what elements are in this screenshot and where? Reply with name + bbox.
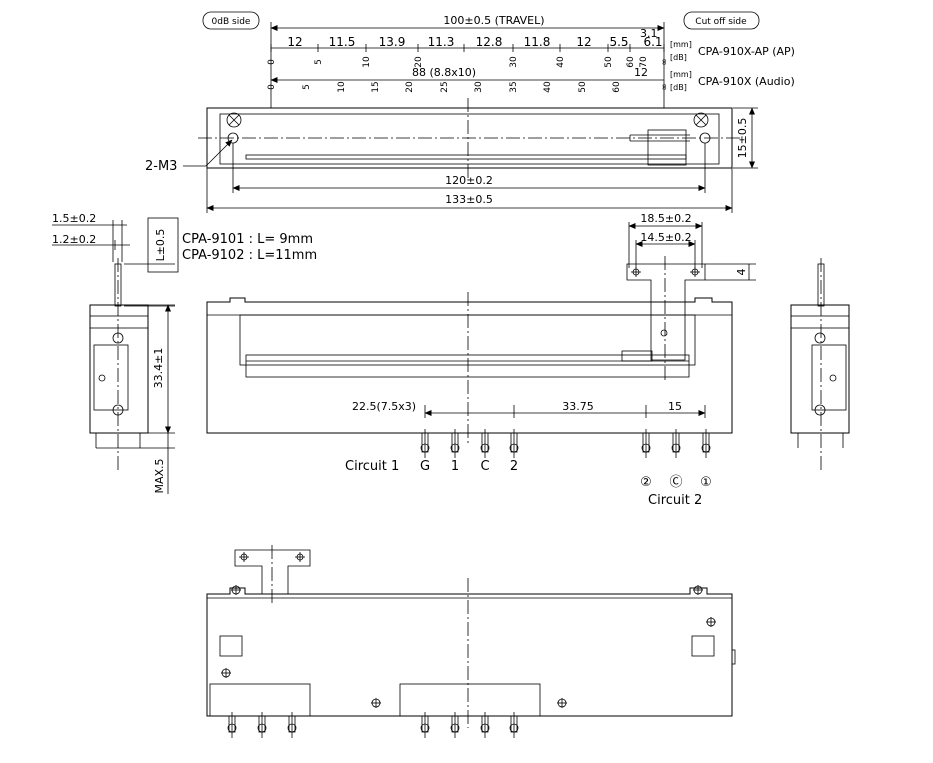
audio-scale-value: 25 [440,81,450,92]
audio-scale-value: 20 [405,81,415,93]
m3-leader [205,139,233,167]
audio-scale-value: 15 [371,81,381,92]
odb-side-box [202,11,260,30]
pin2-c-label: Ⓒ [669,475,682,490]
front-view: 18.5±0.2 14.5±0.2 4 22.5(7.5x3) [206,212,756,508]
unit-mm-ap: [mm] [670,40,692,49]
unit-db-audio: [dB] [670,83,687,92]
front-view-slot [239,314,696,366]
screw-mark-left [226,112,242,128]
audio-scale-value: 10 [337,81,347,93]
bottom-view [206,545,736,738]
audio-scale-value: 60 [612,81,622,93]
left-side-view: 1.5±0.2 1.2±0.2 L±0.5 CPA-9101 : L= 9mm … [52,212,317,494]
ap-segment-labels: 12 11.5 13.9 11.3 12.8 11.8 12 5.5 6.1 [270,35,665,52]
ap-scale-value: 50 [604,56,614,68]
audio-scale-value: 30 [474,81,484,93]
ap-segment-value: 6.1 [643,35,662,49]
pin2-1-label: ① [700,475,712,490]
front-view-body [206,297,733,434]
dimension-120-label: 120±0.2 [445,174,493,187]
height-33-4-label: 33.4±1 [152,348,165,389]
bottom-view-body [206,587,733,717]
pin-15-label: 15 [668,400,682,413]
model-ap-label: CPA-910X-AP (AP) [698,45,795,58]
segment-3-1-label: 3.1 [640,27,658,40]
ap-segment-value: 12 [576,35,591,49]
l-dimension-box [147,217,179,273]
ap-scale-value: 5 [314,59,324,65]
m3-label: 2-M3 [145,159,177,174]
knob-block [647,129,687,166]
height-15-label: 15±0.5 [736,118,749,159]
audio-scale-labels: 0 5 10 15 20 25 30 35 40 50 60 ∞ [267,81,670,93]
cutoff-side-label: Cut off side [695,17,747,27]
unit-mm-audio: [mm] [670,70,692,79]
audio-scale-value: 35 [509,81,519,92]
screw-mark-right [693,112,709,128]
pin-33-75-label: 33.75 [562,400,594,413]
bottom-view-pins [227,712,519,738]
ap-scale-value: 10 [362,56,372,68]
ap-segment-value: 11.8 [524,35,551,49]
shaft-1-2-label: 1.2±0.2 [52,233,96,246]
ap-segment-value: 13.9 [379,35,406,49]
circuit-1-label: Circuit 1 [345,459,399,474]
audio-scale-value: 40 [543,81,553,93]
pin-2-label: 2 [510,459,518,474]
right-side-view [790,258,850,470]
audio-scale-value: 50 [578,81,588,93]
ap-segment-value: 11.5 [329,35,356,49]
ap-scale-value: 0 [267,59,277,65]
bracket-18-5-label: 18.5±0.2 [640,212,691,225]
left-side-body [89,304,149,434]
top-view-slot [245,154,687,160]
ap-scale-value: ∞ [660,58,670,66]
odb-side-label: 0dB side [212,17,251,27]
ap-scale-value: 20 [414,56,424,68]
spacing-88-label: 88 (8.8x10) [412,66,476,79]
dimension-133-label: 133±0.5 [445,193,493,206]
model-audio-label: CPA-910X (Audio) [698,75,795,88]
ap-segment-value: 12 [287,35,302,49]
circuit-2-label: Circuit 2 [648,493,702,508]
audio-scale-value: 5 [302,84,312,90]
ap-segment-value: 11.3 [428,35,455,49]
bottom-view-marks [221,585,716,708]
pin-22-5-label: 22.5(7.5x3) [352,400,416,413]
max5-label: MAX.5 [153,458,166,493]
cpa9101-label: CPA-9101 : L= 9mm [182,232,313,247]
ap-scale-value: 70 [639,56,649,68]
unit-db-ap: [dB] [670,53,687,62]
pin-g-label: G [420,459,430,474]
bracket-4-label: 4 [735,269,748,276]
top-view: 2-M3 15±0.5 120±0.2 133±0.5 [145,98,758,213]
pin-c-label: C [480,459,489,474]
ap-scale-value: 40 [556,56,566,68]
ap-segment-value: 12.8 [476,35,503,49]
travel-label: 100±0.5 (TRAVEL) [443,14,544,27]
pin2-2-label: ② [640,475,652,490]
l-dimension-label: L±0.5 [154,229,167,262]
audio-scale-value: ∞ [660,83,670,91]
bracket-14-5-label: 14.5±0.2 [640,231,691,244]
cpa9102-label: CPA-9102 : L=11mm [182,248,317,263]
knob-bracket [626,263,706,361]
shaft-1-5-label: 1.5±0.2 [52,212,96,225]
top-view-frame [219,113,720,165]
audio-scale-value: 0 [267,84,277,90]
right-side-body [790,304,850,434]
segment-12-label: 12 [634,66,648,79]
ap-scale-value: 30 [509,56,519,68]
cutoff-side-box [683,11,760,30]
ap-scale-value: 60 [626,56,636,68]
pin-1-label: 1 [451,459,459,474]
ap-segment-value: 5.5 [609,35,628,49]
travel-scale-header: 0dB side Cut off side 100±0.5 (TRAVEL) 1… [202,11,795,108]
front-view-pins [420,429,711,458]
